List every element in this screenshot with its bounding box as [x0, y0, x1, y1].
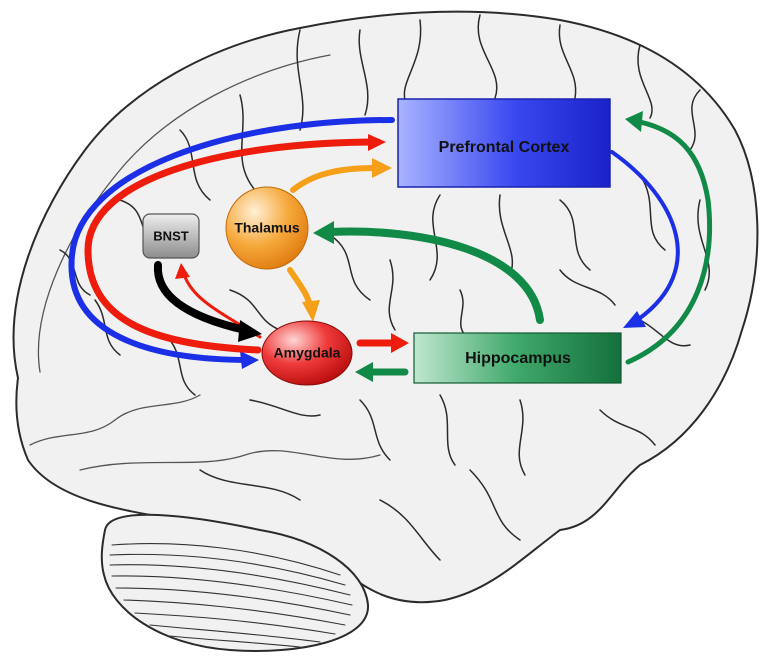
arrow-pfc-to-amygdala	[68, 117, 395, 363]
thalamus-label: Thalamus	[234, 220, 300, 236]
arrowhead-pfc-to-hippocampus	[623, 311, 646, 328]
amygdala-label: Amygdala	[274, 345, 341, 361]
arrow-hippocampus-to-pfc	[625, 119, 713, 365]
arrow-hippocampus-to-thalamus	[326, 227, 544, 324]
prefrontal-cortex-label: Prefrontal Cortex	[439, 139, 570, 156]
arrowhead-thalamus-to-pfc	[372, 158, 392, 178]
cerebrum-outline	[12, 10, 759, 604]
region-amygdala: Amygdala	[261, 320, 353, 386]
cerebellum-folia	[109, 543, 353, 648]
arrowhead-amygdala-to-bnst	[175, 263, 190, 279]
arrow-amygdala-to-pfc	[84, 138, 382, 354]
connection-arrows	[68, 111, 713, 382]
arrow-bnst-to-amygdala	[153, 261, 249, 334]
region-bnst: BNST	[142, 213, 200, 259]
arrowhead-hippocampus-to-amygdala	[355, 362, 373, 382]
arrowhead-hippocampus-to-thalamus	[313, 221, 334, 244]
arrow-thalamus-to-pfc	[290, 165, 378, 193]
region-thalamus: Thalamus	[225, 186, 309, 270]
arrowhead-pfc-to-amygdala	[240, 351, 259, 369]
arrowhead-amygdala-to-pfc	[368, 134, 386, 151]
arrowhead-amygdala-to-hippocampus	[391, 333, 409, 353]
hippocampus-label: Hippocampus	[465, 350, 571, 367]
arrowhead-hippocampus-to-pfc	[625, 111, 643, 132]
brain-sulci	[59, 14, 710, 561]
region-prefrontal-cortex: Prefrontal Cortex	[397, 98, 611, 188]
arrowhead-thalamus-to-amygdala	[302, 300, 320, 322]
bnst-label: BNST	[153, 228, 188, 243]
region-hippocampus: Hippocampus	[413, 332, 622, 384]
arrow-pfc-to-hippocampus	[610, 150, 680, 320]
arrowhead-bnst-to-amygdala	[238, 320, 262, 342]
